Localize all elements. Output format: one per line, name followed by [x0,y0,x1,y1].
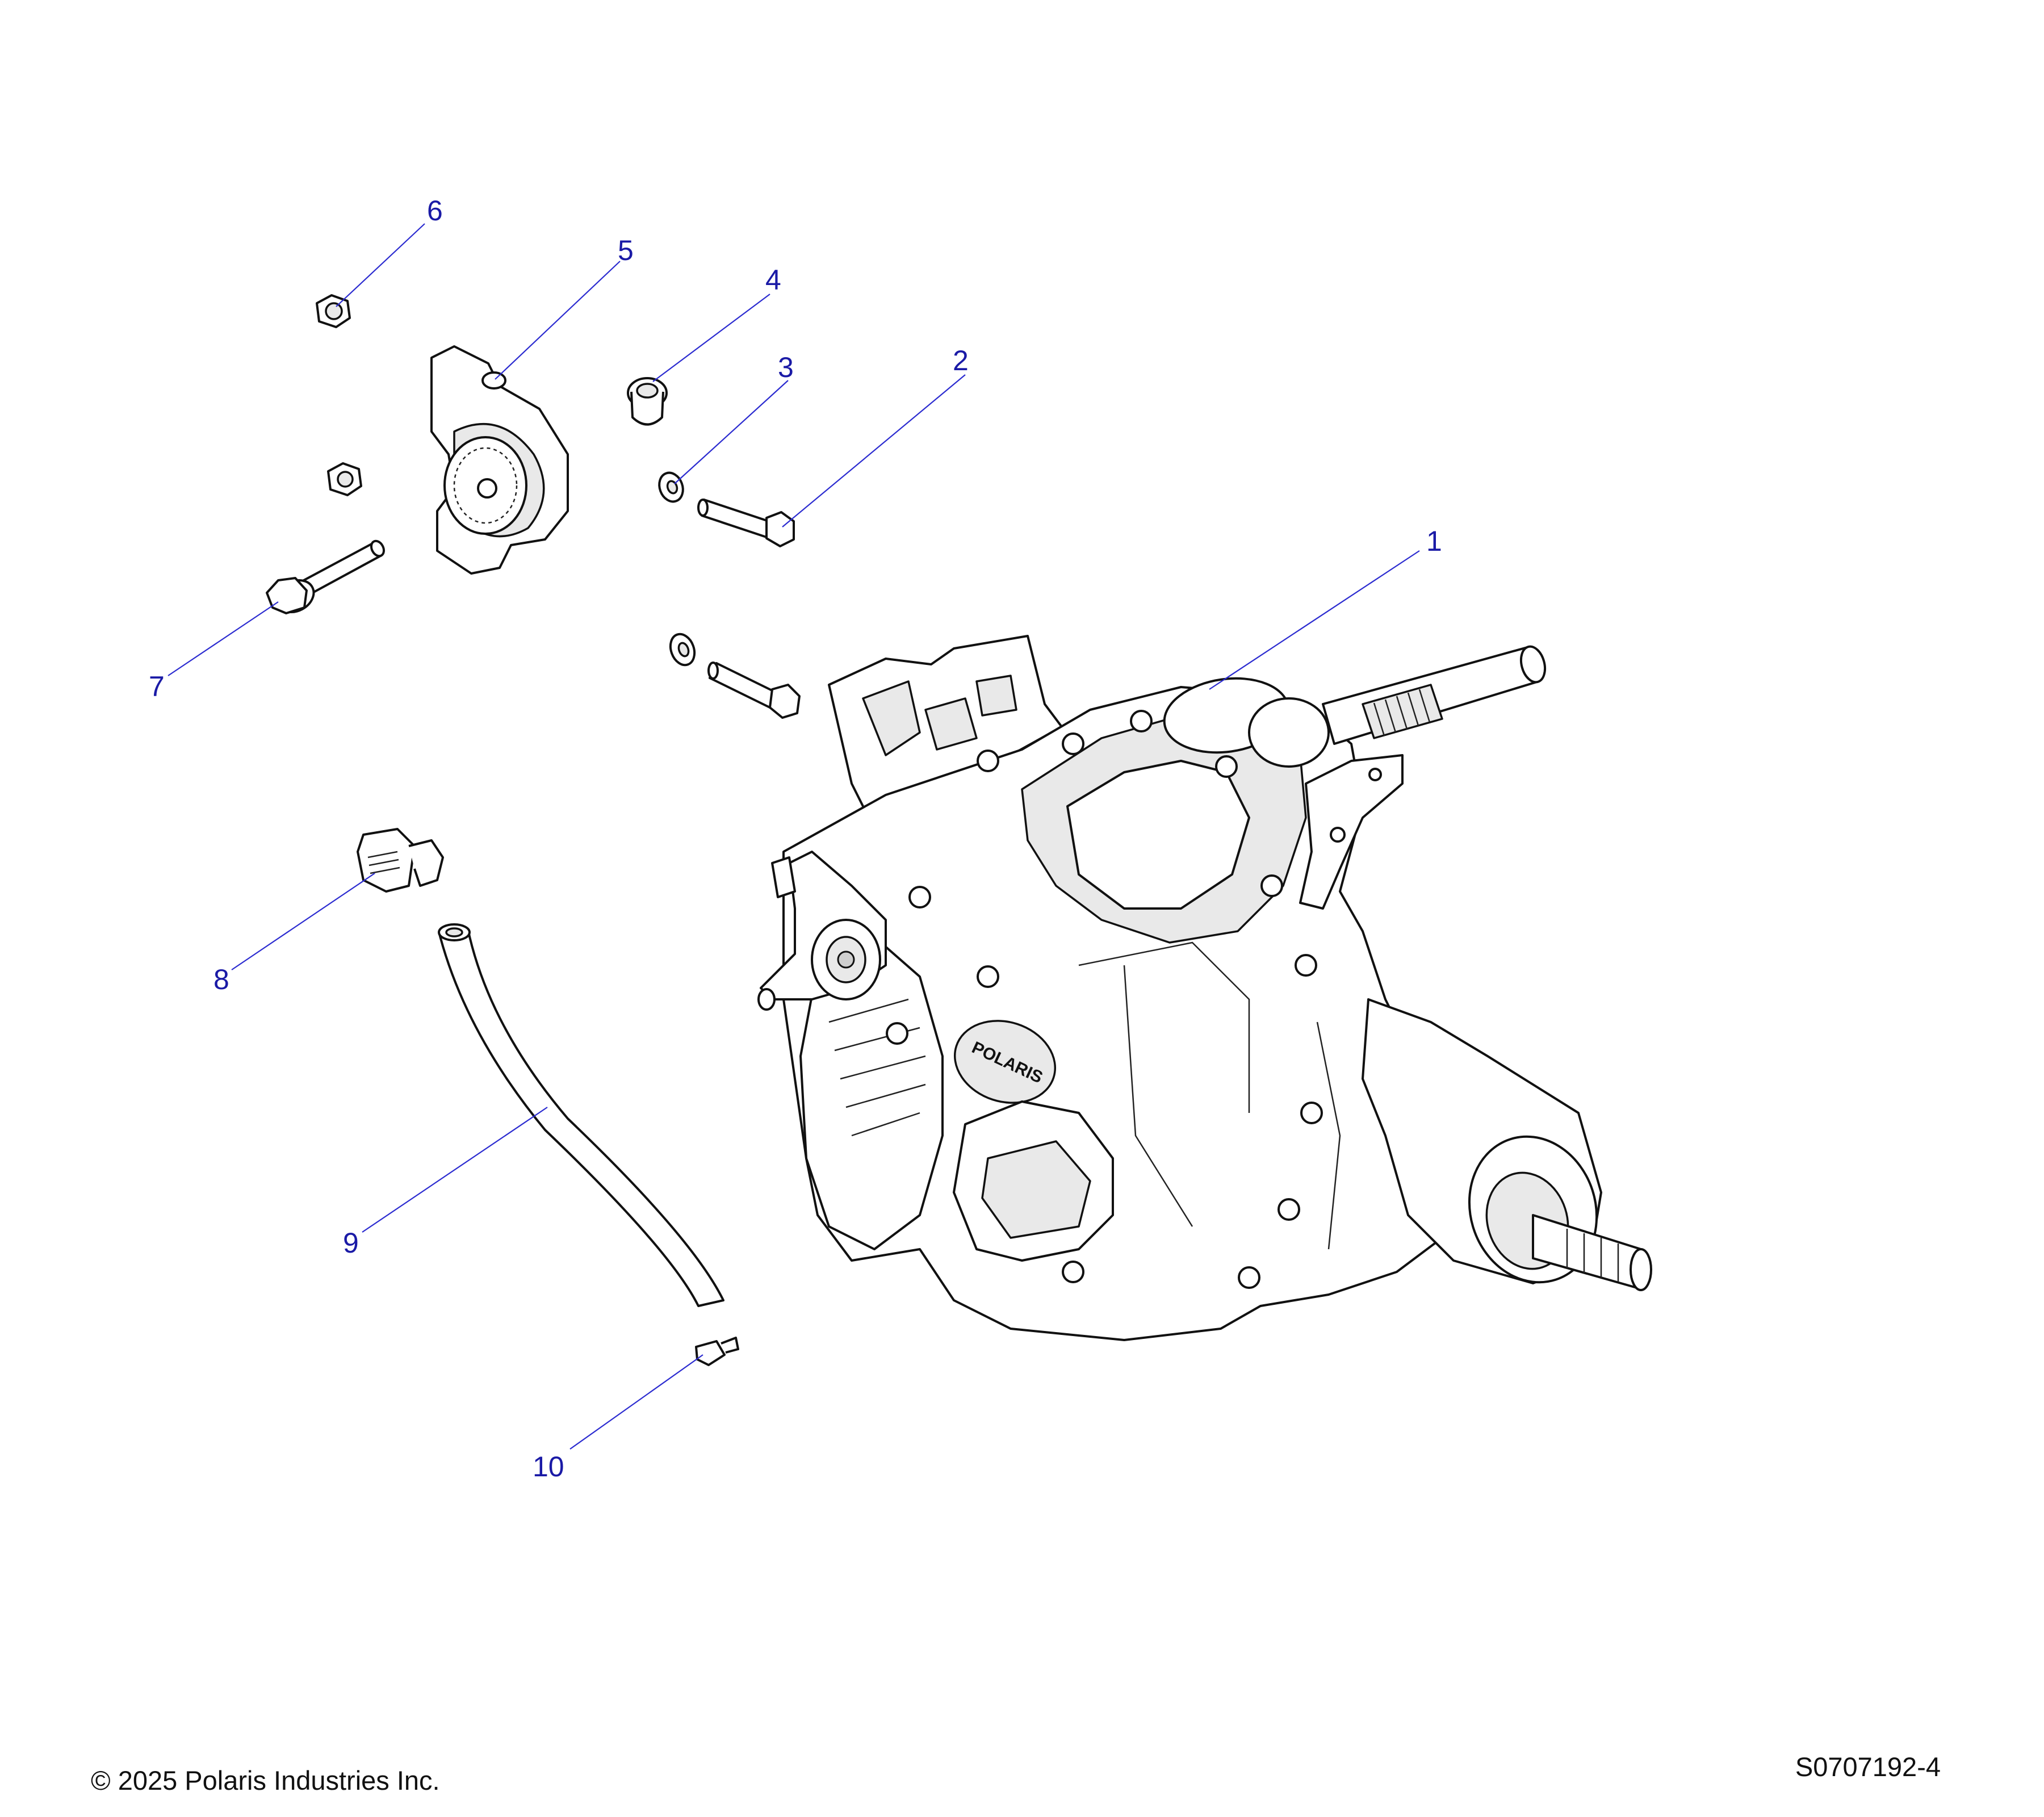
part-mount-bracket-5 [430,345,569,575]
figure-id: S0707192-4 [1795,1752,1941,1782]
callout-3: 3 [778,351,794,383]
callout-1: 1 [1426,525,1442,557]
callout-numbers: 1 2 3 4 5 6 7 8 9 10 [149,195,1442,1483]
leader-7 [167,601,279,676]
callout-6: 6 [427,195,443,227]
leader-8 [231,873,375,970]
callout-8: 8 [213,964,229,995]
leader-10 [569,1354,703,1450]
part-transmission-1: POLARIS [757,635,1652,1341]
part-washer-3 [658,471,684,503]
part-hose-clip-10 [695,1337,739,1366]
leader-4 [652,294,770,382]
callout-2: 2 [953,345,969,376]
leader-3 [674,380,789,484]
part-washer-lower [669,633,696,667]
part-bolt-2 [697,499,795,547]
part-bolt-7 [266,539,386,614]
leader-6 [336,223,425,307]
part-nut-lower [327,462,362,496]
callout-9: 9 [343,1227,359,1259]
callout-10: 10 [533,1451,564,1483]
leader-2 [782,374,966,527]
part-bolt-lower [707,662,801,719]
callout-4: 4 [765,264,781,296]
part-nut-6 [316,294,351,328]
leader-5 [495,261,621,380]
leader-1 [1209,550,1420,690]
leader-lines [167,223,1420,1450]
copyright-notice: © 2025 Polaris Industries Inc. [91,1765,440,1795]
part-vent-fitting-8 [357,828,444,893]
part-bushing-4 [627,377,668,426]
leader-9 [362,1107,548,1233]
callout-7: 7 [149,671,165,702]
housing-bolt-heads [886,710,1323,1289]
part-vent-hose-9 [438,923,724,1307]
callout-5: 5 [618,235,634,266]
